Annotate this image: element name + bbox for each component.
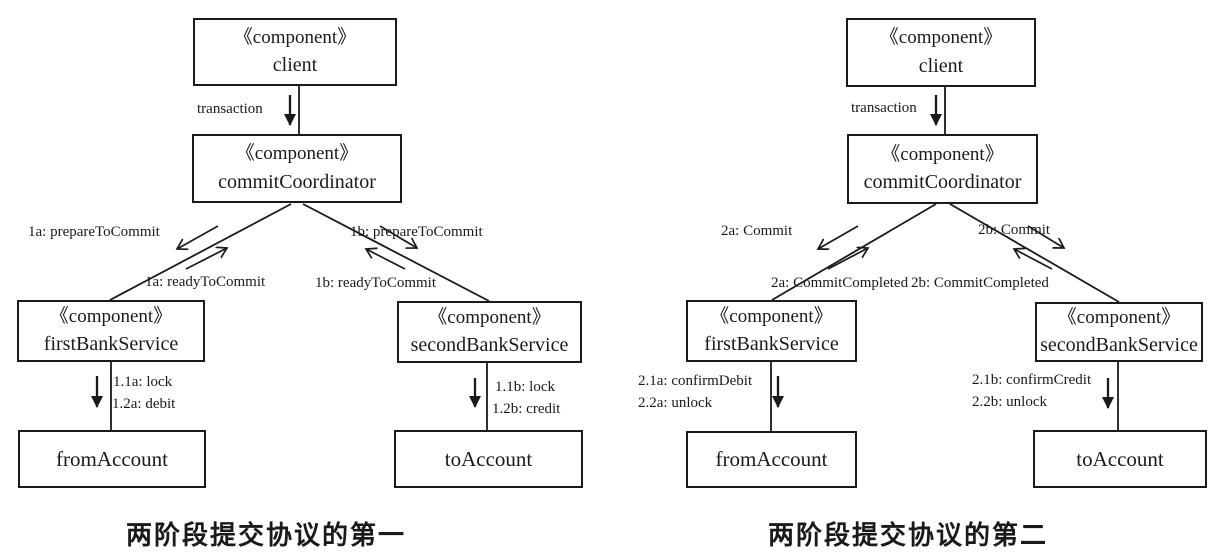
component-box-secondbank-phase1: 《component》 secondBankService xyxy=(397,301,582,363)
message-label-confirmdebit: 2.1a: confirmDebit xyxy=(638,373,753,389)
p2-commit-left-arrow xyxy=(818,225,859,249)
stereotype-label: 《component》 xyxy=(428,306,551,328)
stereotype-label: 《component》 xyxy=(710,305,833,327)
p1-prepare-right-arrow xyxy=(379,225,417,248)
p2-coordinator-secondbank-line xyxy=(949,203,1120,303)
component-box-client-phase1: 《component》 client xyxy=(193,18,397,86)
account-box-toaccount-phase1: toAccount xyxy=(394,430,583,488)
stereotype-label: 《component》 xyxy=(881,143,1004,165)
p2-completed-left-arrow xyxy=(827,248,868,270)
message-label-credit-b: 1.2b: credit xyxy=(492,401,561,417)
message-label-completed-right: 2b: CommitCompleted xyxy=(911,275,1049,291)
caption-phase1: 两阶段提交协议的第一阶段 xyxy=(125,521,406,551)
account-box-toaccount-phase2: toAccount xyxy=(1033,430,1207,488)
account-box-fromaccount-phase2: fromAccount xyxy=(686,431,857,488)
component-name: commitCoordinator xyxy=(218,170,376,193)
account-box-fromaccount-phase1: fromAccount xyxy=(18,430,206,488)
p1-prepare-left-arrow xyxy=(177,225,219,249)
message-label-prepare-left: 1a: prepareToCommit xyxy=(28,224,160,240)
component-name: client xyxy=(918,54,964,77)
p1-ready-right-arrow xyxy=(366,249,406,270)
message-label-ready-right: 1b: readyToCommit xyxy=(315,275,437,291)
component-name: client xyxy=(272,54,318,77)
component-box-secondbank-phase2: 《component》 secondBankService xyxy=(1035,302,1203,362)
p1-coordinator-secondbank-line xyxy=(302,203,490,302)
stereotype-label: 《component》 xyxy=(879,27,1003,49)
component-name: secondBankService xyxy=(410,334,569,357)
component-box-coordinator-phase1: 《component》 commitCoordinator xyxy=(192,134,402,203)
component-box-client-phase2: 《component》 client xyxy=(846,18,1036,87)
message-label-commit-right: 2b: Commit xyxy=(978,222,1051,238)
message-label-ready-left: 1a: readyToCommit xyxy=(145,274,266,290)
message-label-confirmcredit: 2.1b: confirmCredit xyxy=(972,372,1092,388)
message-label-commit-left: 2a: Commit xyxy=(721,223,793,239)
p2-coordinator-firstbank-line xyxy=(771,203,937,301)
stereotype-label: 《component》 xyxy=(235,143,359,165)
message-label-lock-b: 1.1b: lock xyxy=(495,379,555,395)
component-name: secondBankService xyxy=(1040,334,1198,357)
message-label-prepare-right: 1b: prepareToCommit xyxy=(350,224,483,240)
message-label-unlock-b: 2.2b: unlock xyxy=(972,394,1047,410)
message-label-debit-a: 1.2a: debit xyxy=(112,396,176,412)
account-name: toAccount xyxy=(444,446,533,471)
message-label-completed-left: 2a: CommitCompleted xyxy=(771,275,909,291)
p2-completed-right-arrow xyxy=(1014,249,1053,270)
message-label-transaction-phase2: transaction xyxy=(851,100,917,116)
message-label-unlock-a: 2.2a: unlock xyxy=(638,395,713,411)
component-box-coordinator-phase2: 《component》 commitCoordinator xyxy=(847,134,1038,204)
p2-commit-right-arrow xyxy=(1027,225,1064,248)
message-label-lock-a: 1.1a: lock xyxy=(113,374,173,390)
component-name: firstBankService xyxy=(704,333,839,356)
account-name: fromAccount xyxy=(715,447,828,471)
component-box-firstbank-phase2: 《component》 firstBankService xyxy=(686,300,857,362)
component-box-firstbank-phase1: 《component》 firstBankService xyxy=(17,300,205,362)
account-name: fromAccount xyxy=(56,446,168,471)
stereotype-label: 《component》 xyxy=(233,26,357,48)
component-name: commitCoordinator xyxy=(863,171,1022,194)
message-label-transaction-phase1: transaction xyxy=(197,101,263,117)
caption-phase2: 两阶段提交协议的第二阶段 xyxy=(767,521,1048,551)
p1-ready-left-arrow xyxy=(185,248,227,270)
stereotype-label: 《component》 xyxy=(1057,306,1181,328)
component-name: firstBankService xyxy=(43,333,179,356)
p1-coordinator-firstbank-line xyxy=(109,203,292,301)
account-name: toAccount xyxy=(1076,446,1164,471)
stereotype-label: 《component》 xyxy=(49,305,173,327)
